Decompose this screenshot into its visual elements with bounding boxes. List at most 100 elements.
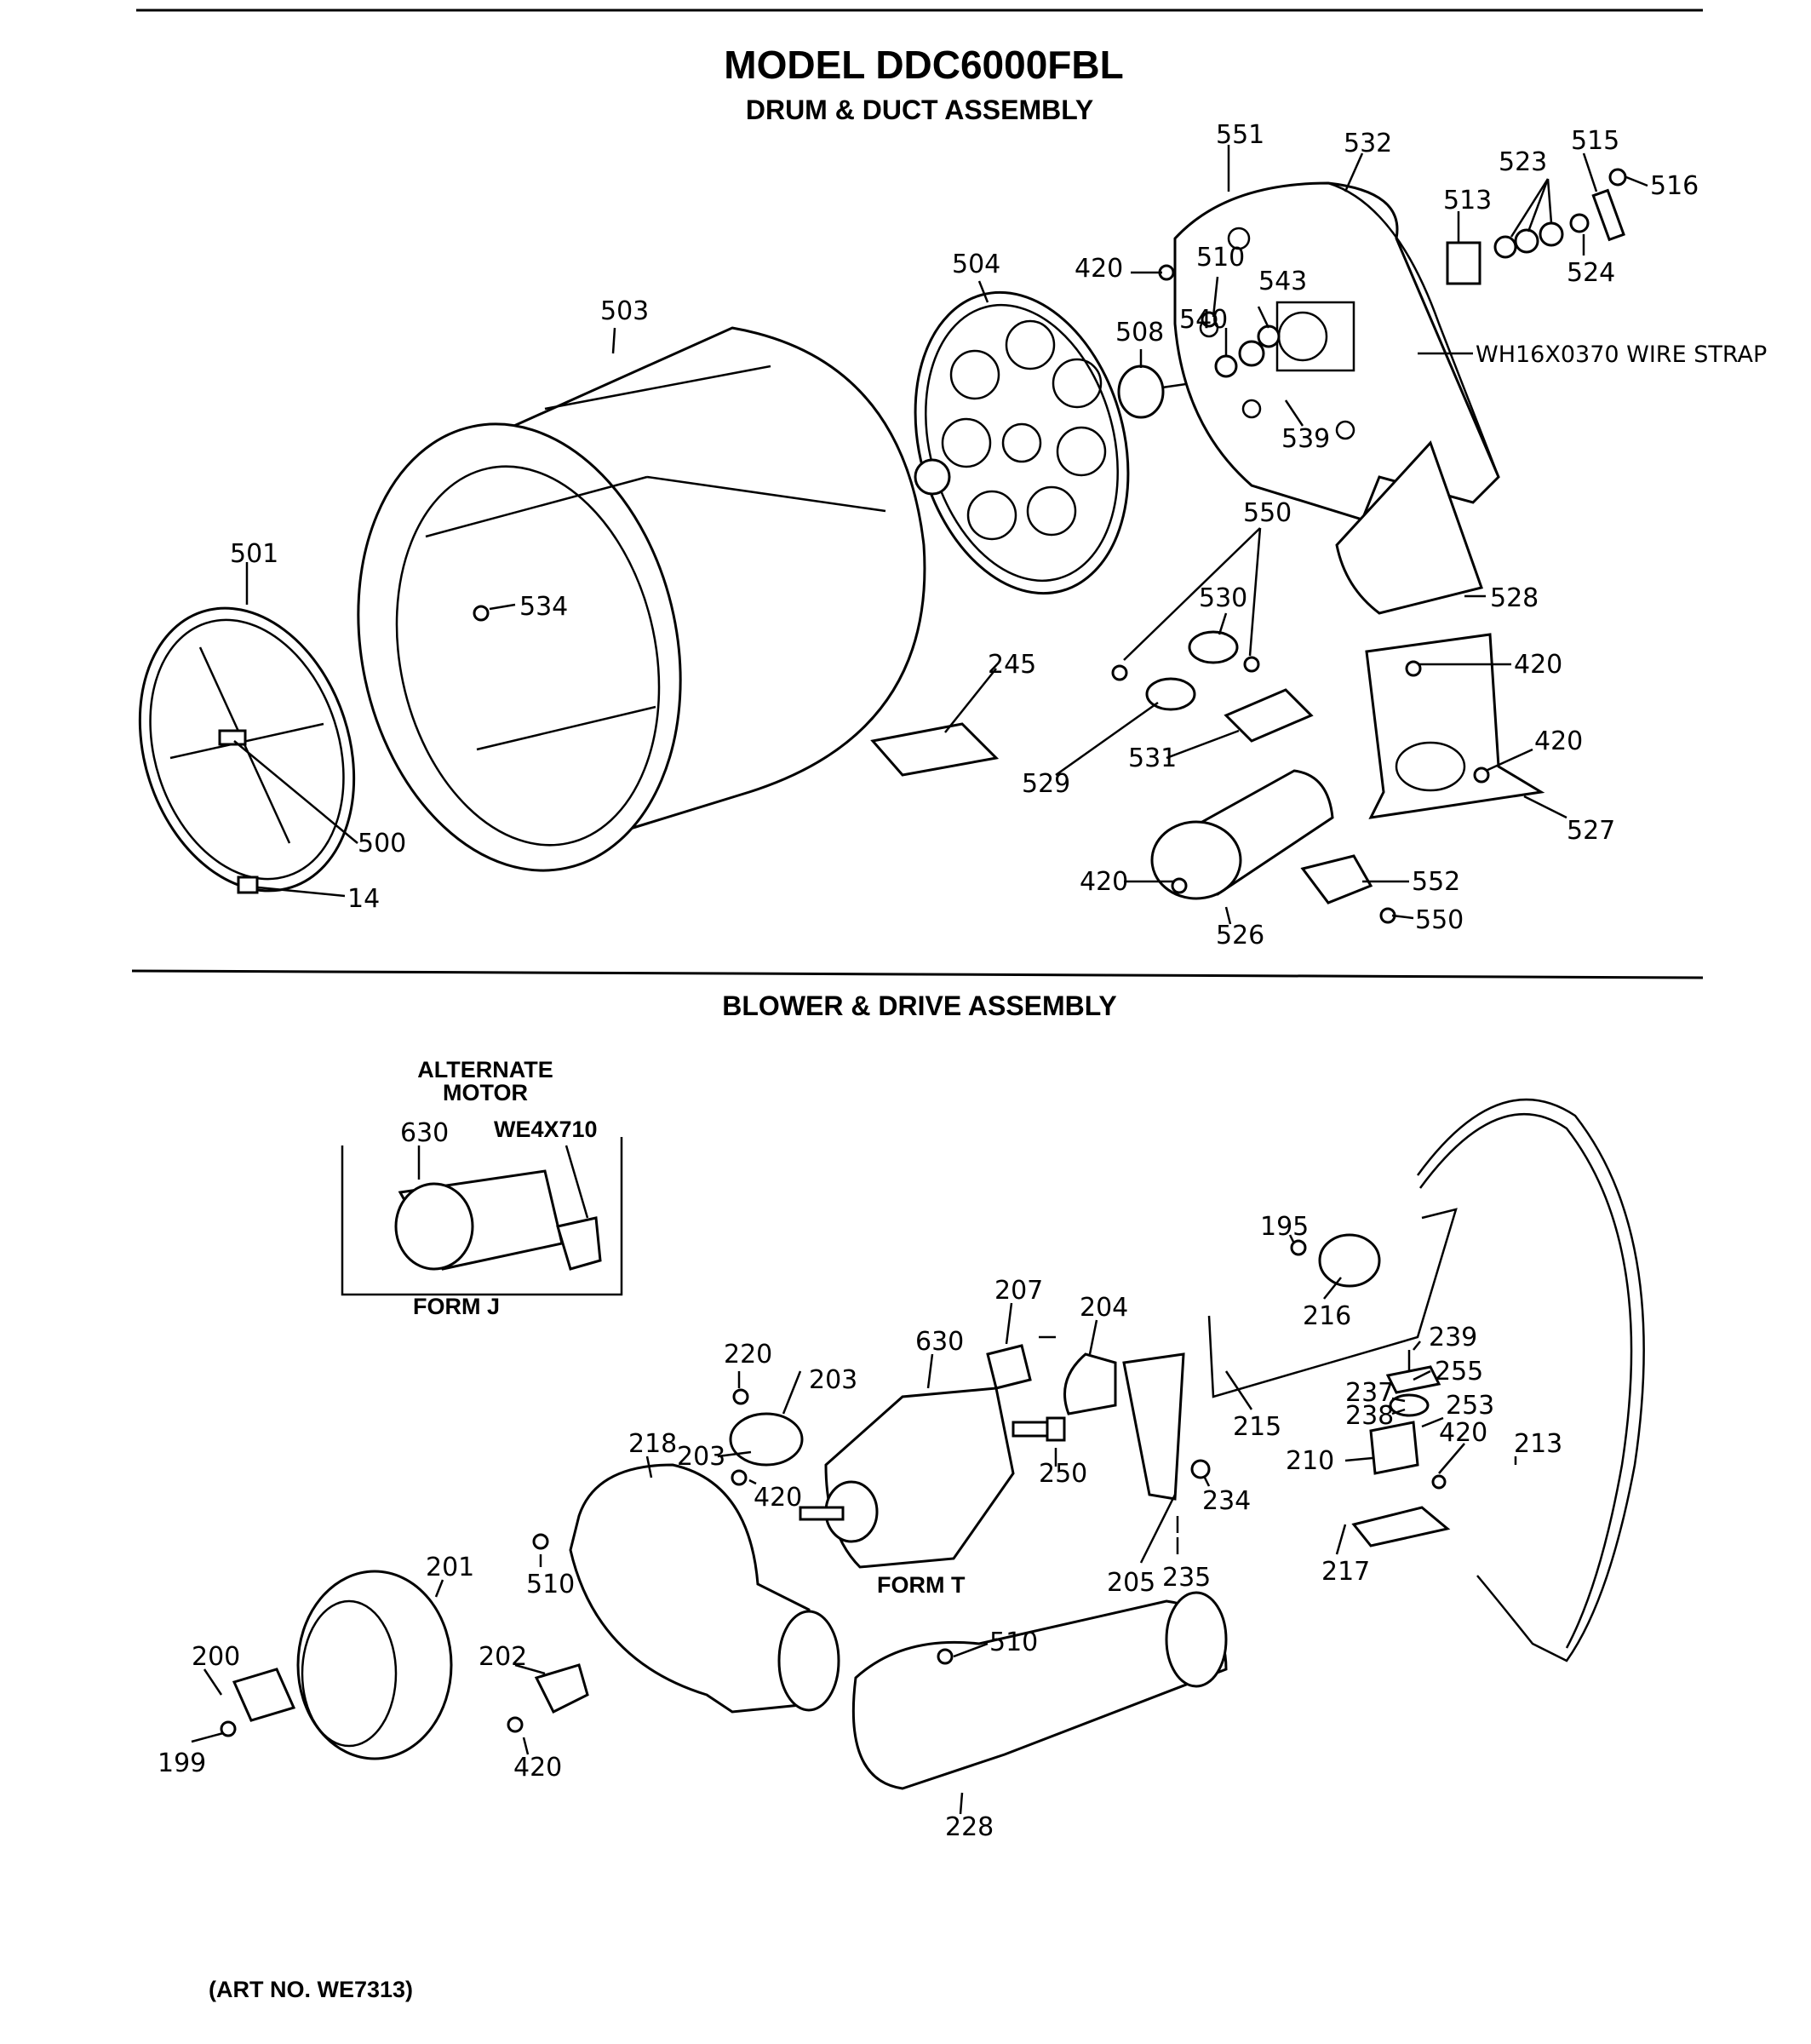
callout-534: 534 [519, 592, 568, 622]
terminal-block-part [1300, 854, 1373, 904]
alternate-motor-label-2: MOTOR [443, 1080, 528, 1105]
form-j-label: FORM J [413, 1294, 500, 1319]
blower-wheel-hub [301, 1599, 398, 1748]
callouts-drum: 551 532 515 523 516 513 524 504 420 510 … [230, 120, 1767, 950]
callout-420f: 420 [1439, 1418, 1487, 1448]
callout-550b: 550 [1415, 905, 1464, 935]
thermostat-part [1188, 630, 1239, 664]
callout-250: 250 [1039, 1459, 1087, 1489]
callout-238: 238 [1345, 1401, 1394, 1431]
washer-part [1238, 340, 1265, 367]
callout-515: 515 [1571, 126, 1619, 156]
screw-part [1171, 877, 1188, 894]
screw-part [1405, 660, 1422, 677]
blower-section-title: BLOWER & DRIVE ASSEMBLY [722, 990, 1116, 1021]
plate-part [870, 722, 1000, 777]
callout-199: 199 [158, 1748, 206, 1778]
washer-part [1214, 354, 1238, 378]
bracket-part [1224, 688, 1314, 743]
callout-510: 510 [1196, 243, 1245, 273]
screw-part [507, 1716, 524, 1733]
washer-part [1539, 221, 1564, 247]
callout-523: 523 [1499, 147, 1547, 177]
callout-220: 220 [724, 1340, 772, 1369]
screw-part [1473, 766, 1490, 784]
callout-216: 216 [1303, 1301, 1351, 1331]
callout-204: 204 [1080, 1293, 1128, 1323]
screw-part [732, 1388, 749, 1405]
callout-529: 529 [1022, 769, 1070, 799]
washer-part [1514, 228, 1539, 254]
callout-552: 552 [1412, 867, 1460, 897]
thermostat-part [1145, 677, 1196, 711]
callout-200: 200 [192, 1642, 240, 1672]
callout-203b: 203 [677, 1442, 725, 1472]
idler-pulley-part [1318, 1233, 1381, 1288]
motor-clamp-part [1063, 1352, 1117, 1415]
washer-part [1493, 235, 1517, 259]
callout-508: 508 [1115, 318, 1164, 347]
motor-switch-part [986, 1344, 1032, 1390]
motor-pulley-part [1046, 1416, 1066, 1442]
heater-housing-part [1365, 633, 1545, 819]
callout-420b: 420 [1514, 650, 1562, 680]
callout-531: 531 [1128, 744, 1177, 773]
callout-420a: 420 [1075, 254, 1123, 284]
drum-section-title: DRUM & DUCT ASSEMBLY [746, 95, 1093, 125]
leader-lines-blower [191, 1234, 1517, 1815]
drive-belt-part [1416, 1098, 1645, 1662]
callout-630-alt: 630 [400, 1118, 449, 1148]
callout-543: 543 [1258, 267, 1307, 296]
callout-510a: 510 [526, 1570, 575, 1599]
callout-539: 539 [1281, 424, 1330, 454]
idler-arm-part [1207, 1208, 1458, 1398]
callout-217: 217 [1321, 1557, 1370, 1587]
rear-drum-head-part [914, 290, 1130, 595]
form-t-label: FORM T [877, 1572, 966, 1598]
callout-201: 201 [426, 1553, 474, 1582]
page-title: MODEL DDC6000FBL [724, 43, 1123, 87]
bearing-part [1117, 365, 1193, 419]
leader-lines-drum [233, 145, 1648, 925]
exhaust-duct-part [851, 1599, 1228, 1790]
callout-550a: 550 [1243, 498, 1292, 528]
alt-motor-switch-part [556, 1216, 602, 1271]
callout-420e: 420 [754, 1483, 802, 1513]
callout-218: 218 [628, 1429, 677, 1459]
callout-245: 245 [988, 650, 1036, 680]
callout-540: 540 [1179, 305, 1228, 335]
callout-195: 195 [1260, 1212, 1309, 1242]
screw-part [532, 1533, 549, 1550]
duct-end [1165, 1591, 1228, 1688]
callout-420d: 420 [1080, 867, 1128, 897]
callout-213: 213 [1514, 1429, 1562, 1459]
callout-526: 526 [1216, 921, 1264, 950]
bracket-part [1446, 241, 1481, 285]
callout-210: 210 [1286, 1446, 1334, 1476]
callout-205: 205 [1107, 1568, 1155, 1598]
motor-mount-part [1122, 1352, 1185, 1501]
callout-237: 237 [1345, 1378, 1394, 1408]
callout-234: 234 [1202, 1486, 1251, 1516]
callout-510b: 510 [989, 1628, 1038, 1657]
screw-part [1111, 664, 1128, 681]
screw-part [731, 1469, 748, 1486]
callout-513: 513 [1443, 186, 1492, 215]
callout-524: 524 [1567, 258, 1615, 288]
callouts-blower: 207 204 195 216 239 220 203 630 255 237 … [158, 1212, 1562, 1842]
drive-belt-inner [1418, 1112, 1633, 1649]
screw-part [1431, 1474, 1447, 1490]
callout-528: 528 [1490, 583, 1539, 613]
callout-253: 253 [1446, 1391, 1494, 1421]
blower-housing-part [569, 1463, 819, 1714]
nut-part [1190, 1459, 1211, 1479]
clip-part [237, 876, 259, 894]
screw-part [937, 1648, 954, 1665]
art-number: (ART NO. WE7313) [209, 1977, 413, 2002]
callout-420c: 420 [1534, 726, 1583, 756]
nut-part [1608, 168, 1627, 187]
we4x710-label: WE4X710 [494, 1117, 598, 1142]
housing-opening [1395, 741, 1466, 792]
alternate-motor-label-1: ALTERNATE [417, 1057, 553, 1082]
